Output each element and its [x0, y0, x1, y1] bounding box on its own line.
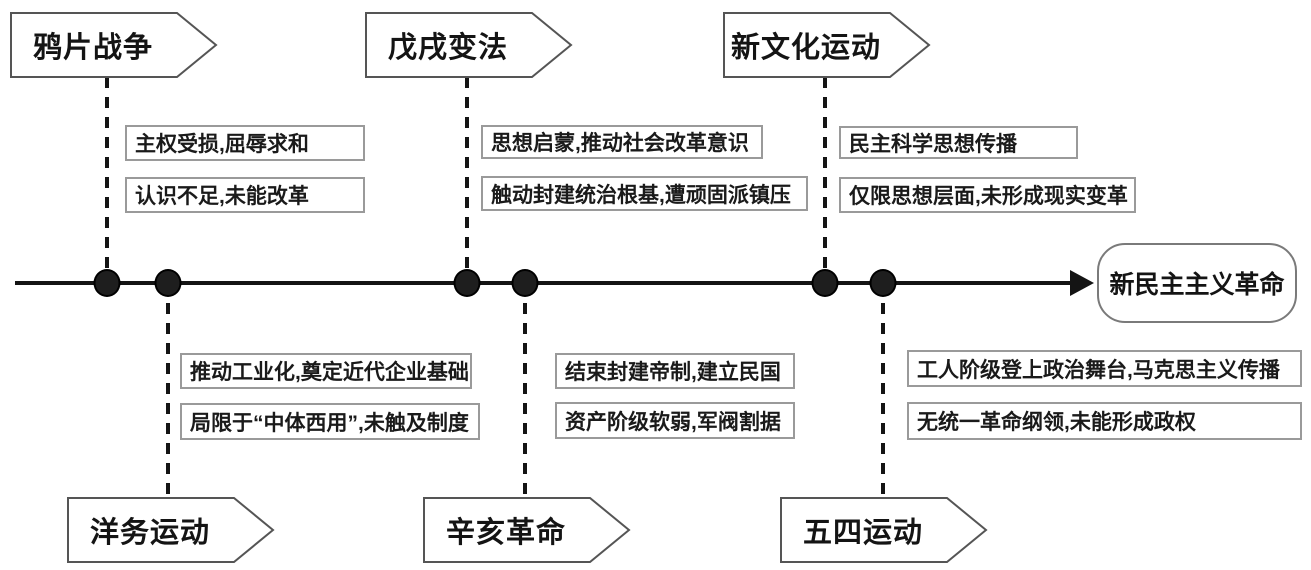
event-opium-war: 鸦片战争	[10, 12, 218, 78]
note-new-culture-movement-2: 仅限思想层面,未形成现实变革	[839, 177, 1136, 213]
connector-opium-war	[105, 77, 109, 283]
event-new-culture-movement: 新文化运动	[723, 12, 931, 78]
connector-new-culture-movement	[823, 77, 827, 283]
timeline-axis	[15, 281, 1075, 285]
event-hundred-days-reform: 戊戌变法	[365, 12, 573, 78]
end-node: 新民主主义革命	[1097, 243, 1297, 323]
event-label: 五四运动	[802, 517, 923, 549]
event-self-strengthening-movement: 洋务运动	[67, 497, 275, 563]
connector-hundred-days-reform	[465, 77, 469, 283]
end-node-label: 新民主主义革命	[1109, 271, 1285, 299]
timeline-arrowhead-icon	[1070, 270, 1094, 296]
event-label: 洋务运动	[89, 517, 210, 549]
note-self-strengthening-1: 推动工业化,奠定近代企业基础	[180, 353, 472, 389]
signpost-shape	[10, 12, 218, 78]
event-label: 戊戌变法	[387, 32, 508, 64]
note-new-culture-movement-1: 民主科学思想传播	[839, 126, 1078, 159]
event-may-fourth-movement: 五四运动	[780, 497, 988, 563]
signpost-shape	[423, 497, 631, 563]
event-label: 辛亥革命	[445, 517, 566, 549]
note-hundred-days-reform-1: 思想启蒙,推动社会改革意识	[481, 125, 763, 159]
timeline-dot-new-culture-movement	[811, 269, 839, 297]
connector-xinhai-revolution	[523, 283, 527, 497]
timeline-dot-opium-war	[93, 269, 121, 297]
note-may-fourth-2: 无统一革命纲领,未能形成政权	[907, 402, 1302, 440]
note-self-strengthening-2: 局限于“中体西用”,未触及制度	[180, 403, 480, 440]
event-label: 新文化运动	[730, 32, 881, 64]
signpost-shape	[723, 12, 931, 78]
note-may-fourth-1: 工人阶级登上政治舞台,马克思主义传播	[907, 350, 1302, 387]
signpost-shape	[365, 12, 573, 78]
note-opium-war-1: 主权受损,屈辱求和	[125, 125, 365, 161]
timeline-dot-may-fourth-movement	[869, 269, 897, 297]
timeline-dot-self-strengthening-movement	[154, 269, 182, 297]
event-xinhai-revolution: 辛亥革命	[423, 497, 631, 563]
timeline-dot-hundred-days-reform	[453, 269, 481, 297]
note-hundred-days-reform-2: 触动封建统治根基,遭顽固派镇压	[481, 176, 808, 211]
event-label: 鸦片战争	[32, 32, 153, 64]
signpost-shape	[67, 497, 275, 563]
note-xinhai-revolution-1: 结束封建帝制,建立民国	[555, 353, 795, 389]
signpost-shape	[780, 497, 988, 563]
connector-self-strengthening-movement	[166, 283, 170, 497]
connector-may-fourth-movement	[881, 283, 885, 497]
note-opium-war-2: 认识不足,未能改革	[125, 177, 365, 213]
timeline-dot-xinhai-revolution	[511, 269, 539, 297]
note-xinhai-revolution-2: 资产阶级软弱,军阀割据	[555, 402, 795, 439]
